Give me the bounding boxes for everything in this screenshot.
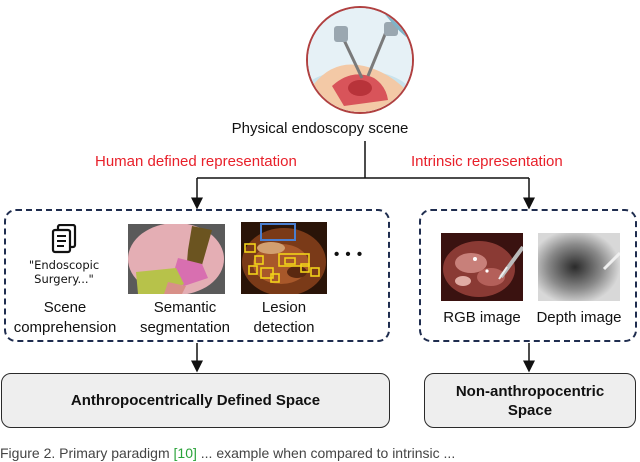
- document-icon: [51, 224, 77, 254]
- caption-reference[interactable]: [10]: [173, 445, 197, 461]
- anthropocentric-space-box: Anthropocentrically Defined Space: [1, 373, 390, 428]
- scene-label-line2: comprehension: [13, 319, 117, 336]
- depth-image-label: Depth image: [536, 309, 622, 326]
- non-anthropocentric-line2: Space: [507, 401, 553, 419]
- depth-image: [538, 233, 620, 301]
- intrinsic-representation-panel: [419, 209, 637, 342]
- non-anthropocentric-space-box: Non-anthropocentric Space: [424, 373, 636, 428]
- rgb-image-label: RGB image: [443, 309, 521, 326]
- figure-caption: Figure 2. Primary paradigm [10] ... exam…: [0, 445, 455, 461]
- human-defined-label: Human defined representation: [95, 153, 297, 170]
- intrinsic-label: Intrinsic representation: [411, 153, 563, 170]
- human-representation-panel: [4, 209, 390, 342]
- anthropocentric-space-label: Anthropocentrically Defined Space: [70, 392, 321, 409]
- segmentation-label-line2: segmentation: [139, 319, 231, 336]
- lesion-label-line2: detection: [253, 319, 315, 336]
- lesion-detection-image: [241, 222, 327, 294]
- scene-label: Physical endoscopy scene: [231, 120, 409, 137]
- scene-quote: "Endoscopic Surgery...": [28, 258, 100, 286]
- lesion-detection-label: Lesion detection: [234, 298, 334, 338]
- non-anthropocentric-line1: Non-anthropocentric: [455, 382, 605, 400]
- scene-comprehension-label: Scene comprehension: [5, 298, 125, 338]
- caption-suffix: ... example when compared to intrinsic .…: [200, 445, 456, 461]
- rgb-image: [441, 233, 523, 301]
- ellipsis: • • •: [334, 246, 364, 263]
- segmentation-label-line1: Semantic: [153, 299, 217, 316]
- lesion-label-line1: Lesion: [261, 299, 307, 316]
- scene-label-line1: Scene: [43, 299, 87, 316]
- semantic-segmentation-label: Semantic segmentation: [125, 298, 245, 338]
- endoscopy-scene-illustration: [304, 4, 416, 116]
- caption-prefix: Figure 2. Primary paradigm: [0, 445, 170, 461]
- segmentation-image: [128, 224, 225, 294]
